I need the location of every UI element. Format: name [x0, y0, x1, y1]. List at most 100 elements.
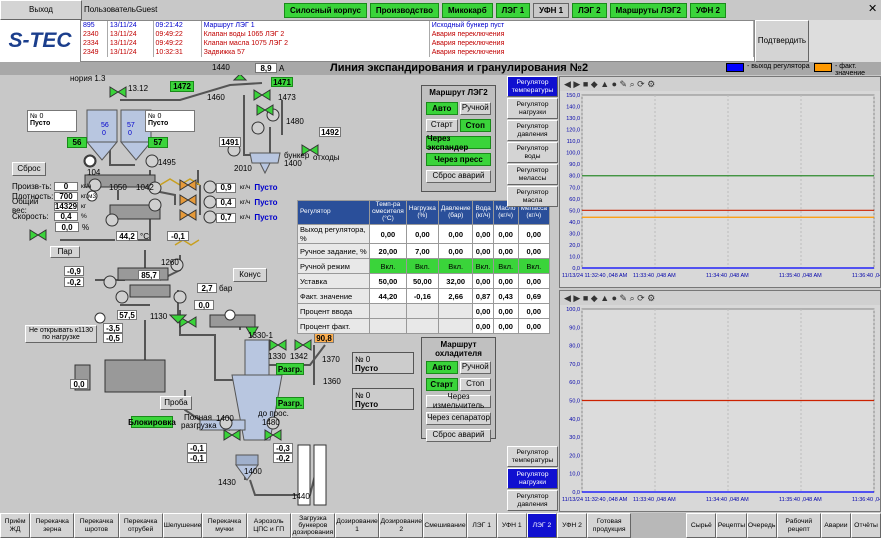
table-cell[interactable]: 0,00 — [437, 243, 474, 259]
footer-tab-3[interactable]: Перекачка отрубей — [118, 513, 163, 538]
footer-tab-21[interactable]: Отчёты — [850, 513, 881, 538]
regulator-button-1[interactable]: Регулятор нагрузки — [507, 98, 558, 119]
route2-stop[interactable]: Стоп — [459, 378, 491, 391]
table-cell[interactable]: 0,00 — [517, 318, 551, 334]
table-cell[interactable]: Вкл. — [405, 258, 439, 274]
table-cell[interactable]: 44,20 — [369, 288, 407, 304]
table-cell[interactable] — [369, 303, 407, 319]
table-cell[interactable]: 50,00 — [369, 273, 407, 289]
table-cell[interactable]: 0,00 — [517, 224, 551, 244]
table-cell[interactable]: Вкл. — [437, 258, 474, 274]
table-cell[interactable]: 0,00 — [492, 273, 519, 289]
table-cell[interactable]: 0,00 — [405, 224, 439, 244]
footer-tab-19[interactable]: Рабочий рецепт — [776, 513, 821, 538]
nav-tab-4[interactable]: УФН 1 — [533, 3, 570, 18]
reset-button[interactable]: Сброс — [12, 162, 46, 176]
table-cell[interactable] — [437, 318, 474, 334]
table-cell[interactable]: 0,00 — [472, 303, 494, 319]
table-cell[interactable]: Вкл. — [492, 258, 519, 274]
table-cell[interactable]: 0,00 — [492, 303, 519, 319]
table-cell[interactable] — [405, 303, 439, 319]
table-cell[interactable] — [437, 303, 474, 319]
nav-tab-0[interactable]: Силосный корпус — [284, 3, 367, 18]
table-cell[interactable]: 0,00 — [492, 243, 519, 259]
close-icon[interactable]: ✕ — [868, 3, 878, 15]
table-cell[interactable]: 0,00 — [472, 224, 494, 244]
footer-tab-14[interactable]: УФН 2 — [556, 513, 588, 538]
table-cell[interactable]: Вкл. — [517, 258, 551, 274]
table-cell[interactable]: 0,00 — [472, 273, 494, 289]
footer-tab-18[interactable]: Очередь — [746, 513, 777, 538]
nav-tab-7[interactable]: УФН 2 — [689, 3, 726, 18]
footer-tab-12[interactable]: УФН 1 — [496, 513, 527, 538]
table-cell[interactable]: 32,00 — [437, 273, 474, 289]
nav-tab-3[interactable]: ЛЭГ 1 — [495, 3, 531, 18]
route2-manual[interactable]: Ручной — [459, 361, 491, 374]
table-cell[interactable]: -0,16 — [405, 288, 439, 304]
table-cell[interactable]: 20,00 — [369, 243, 407, 259]
footer-tab-2[interactable]: Перекачка шротов — [74, 513, 119, 538]
regulator-button-3[interactable]: Регулятор воды — [507, 142, 558, 163]
table-cell[interactable]: 0,00 — [492, 224, 519, 244]
table-cell[interactable]: 0,00 — [517, 273, 551, 289]
regulator-button-0[interactable]: Регулятор температуры — [507, 446, 558, 467]
chart-toolbar-1[interactable]: ◀ ▶ ■ ◆ ▲ ● ✎ ⌕ ⟳ ⚙ — [560, 77, 880, 91]
route1-reset[interactable]: Сброс аварий — [426, 170, 491, 183]
table-cell[interactable]: 2,66 — [437, 288, 474, 304]
table-cell[interactable]: 7,00 — [405, 243, 439, 259]
gate-56[interactable]: 56 — [67, 137, 87, 148]
route1-start[interactable]: Старт — [426, 119, 458, 132]
footer-tab-6[interactable]: Аэрозоль ЦПС и ГП — [246, 513, 291, 538]
table-cell[interactable]: Вкл. — [472, 258, 494, 274]
steam-button[interactable]: Пар — [50, 246, 80, 258]
sample-button[interactable]: Проба — [160, 396, 192, 410]
table-cell[interactable]: 0,00 — [472, 318, 494, 334]
regulator-button-1[interactable]: Регулятор нагрузки — [507, 468, 558, 489]
gate-57[interactable]: 57 — [148, 137, 168, 148]
route1-auto[interactable]: Авто — [426, 102, 458, 115]
nav-tab-2[interactable]: Микокарб — [441, 3, 493, 18]
exit-button[interactable]: Выход — [0, 0, 82, 20]
route2-separator[interactable]: Через сепаратор — [426, 412, 491, 425]
nav-tab-5[interactable]: ЛЭГ 2 — [572, 3, 607, 18]
footer-tab-11[interactable]: ЛЭГ 1 — [466, 513, 497, 538]
route2-start[interactable]: Старт — [426, 378, 458, 391]
footer-tab-13[interactable]: ЛЭГ 2 — [526, 513, 557, 538]
footer-tab-7[interactable]: Загрузка бункеров дозирования — [290, 513, 335, 538]
regulator-button-2[interactable]: Регулятор давления — [507, 490, 558, 511]
route1-press[interactable]: Через пресс — [426, 153, 491, 166]
cone-button[interactable]: Конус — [233, 268, 267, 282]
table-cell[interactable]: 0,00 — [517, 303, 551, 319]
no-open-warning[interactable]: Не открывать к1130 по нагрузке — [25, 325, 97, 343]
footer-tab-4[interactable]: Шелушение — [162, 513, 203, 538]
footer-tab-10[interactable]: Смешивание — [423, 513, 467, 538]
table-cell[interactable] — [405, 318, 439, 334]
route2-reset[interactable]: Сброс аварий — [426, 429, 491, 442]
route1-manual[interactable]: Ручной — [459, 102, 491, 115]
regulator-button-4[interactable]: Регулятор мелассы — [507, 164, 558, 185]
table-cell[interactable]: 0,69 — [517, 288, 551, 304]
table-cell[interactable]: Вкл. — [369, 258, 407, 274]
regulator-button-5[interactable]: Регулятор масла — [507, 186, 558, 207]
route1-stop[interactable]: Стоп — [459, 119, 491, 132]
route2-grinder[interactable]: Через измельчитель — [426, 392, 491, 409]
footer-tab-1[interactable]: Перекачка зерна — [30, 513, 75, 538]
nav-tab-6[interactable]: Маршруты ЛЭГ2 — [609, 3, 687, 18]
table-cell[interactable]: 50,00 — [405, 273, 439, 289]
table-cell[interactable]: 0,00 — [517, 243, 551, 259]
footer-tab-9[interactable]: Дозирование 2 — [379, 513, 424, 538]
confirm-button[interactable]: Подтвердить — [755, 20, 809, 62]
table-cell[interactable] — [369, 318, 407, 334]
chart-toolbar-2[interactable]: ◀ ▶ ■ ◆ ▲ ● ✎ ⌕ ⟳ ⚙ — [560, 291, 880, 305]
footer-tab-0[interactable]: Приём ЖД — [0, 513, 31, 538]
footer-tab-8[interactable]: Дозирование 1 — [334, 513, 380, 538]
lock-button[interactable]: Блокировка — [128, 416, 176, 428]
footer-tab-5[interactable]: Перекачка мучки — [202, 513, 247, 538]
footer-tab-16[interactable]: Сырьё — [686, 513, 717, 538]
route1-expander[interactable]: Через экспандер — [426, 134, 491, 152]
table-cell[interactable]: 0,87 — [472, 288, 494, 304]
tag-1471[interactable]: 1471 — [271, 77, 293, 87]
